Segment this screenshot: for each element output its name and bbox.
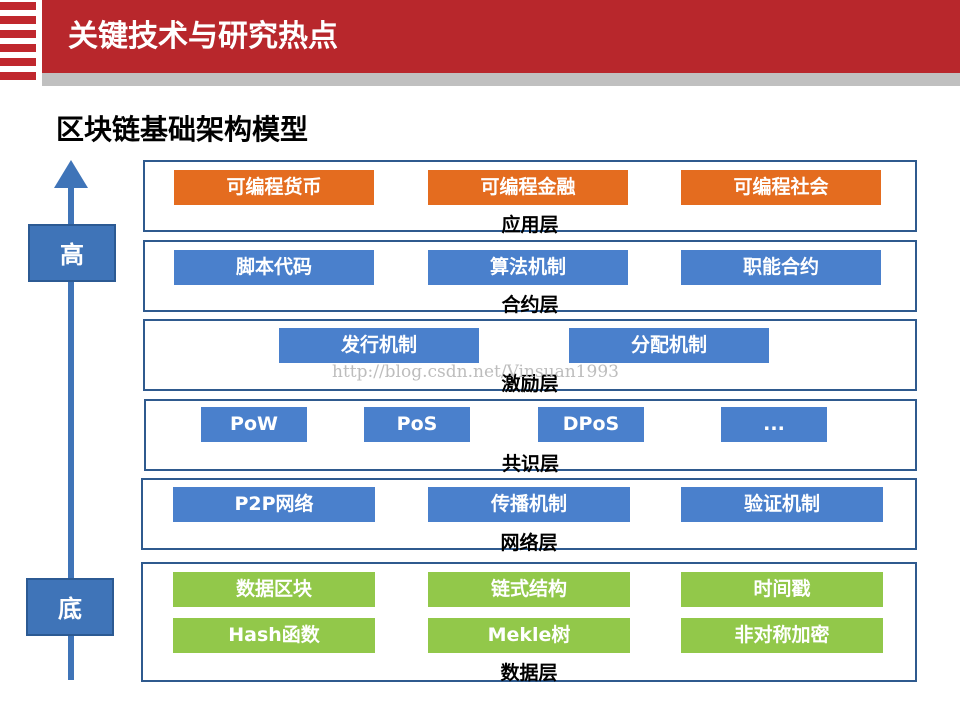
header-stripe: [0, 72, 36, 80]
axis-label-low: 底: [26, 578, 114, 636]
vertical-axis-line: [68, 180, 74, 680]
layer-item: ...: [721, 407, 827, 442]
layer-item: 传播机制: [428, 487, 630, 522]
layer-item: 职能合约: [681, 250, 881, 285]
header-stripe: [0, 44, 36, 52]
layer-item: 链式结构: [428, 572, 630, 607]
layer-contract: 脚本代码 算法机制 职能合约 合约层: [143, 240, 917, 316]
header-stripes: [0, 0, 36, 86]
layer-incentive: 发行机制 分配机制 激励层: [143, 319, 917, 395]
layer-item: PoS: [364, 407, 470, 442]
layer-label: 激励层: [501, 373, 559, 395]
layer-label: 数据层: [500, 662, 558, 684]
layer-item: 数据区块: [173, 572, 375, 607]
layer-item: 可编程金融: [428, 170, 628, 205]
layer-item: Hash函数: [173, 618, 375, 653]
layer-label: 共识层: [501, 453, 559, 475]
header-stripe: [0, 30, 36, 38]
layer-item: 分配机制: [569, 328, 769, 363]
layer-item: 可编程货币: [174, 170, 374, 205]
diagram-subtitle: 区块链基础架构模型: [56, 113, 309, 146]
layer-application: 可编程货币 可编程金融 可编程社会 应用层: [143, 160, 917, 236]
layer-item: 发行机制: [279, 328, 479, 363]
header-stripe: [0, 2, 36, 10]
layer-item: DPoS: [538, 407, 644, 442]
layer-label: 网络层: [500, 532, 558, 554]
axis-label-high: 高: [28, 224, 116, 282]
layer-item: 非对称加密: [681, 618, 883, 653]
up-arrow-icon: [54, 160, 88, 188]
layer-item: 可编程社会: [681, 170, 881, 205]
layer-item: 验证机制: [681, 487, 883, 522]
layer-item: 算法机制: [428, 250, 628, 285]
header-underline: [42, 73, 960, 86]
header-stripe: [0, 16, 36, 24]
layer-item: 时间戳: [681, 572, 883, 607]
layer-item: PoW: [201, 407, 307, 442]
layer-label: 合约层: [501, 294, 559, 316]
layer-network: P2P网络 传播机制 验证机制 网络层: [141, 478, 917, 554]
layer-item: P2P网络: [173, 487, 375, 522]
layer-item: Mekle树: [428, 618, 630, 653]
layer-label: 应用层: [501, 214, 559, 236]
watermark-text: http://blog.csdn.net/Vinsuan1993: [332, 362, 619, 382]
header-title: 关键技术与研究热点: [42, 0, 960, 73]
header-stripe: [0, 58, 36, 66]
layer-consensus: PoW PoS DPoS ... 共识层: [144, 399, 917, 475]
layer-data: 数据区块 链式结构 时间戳 Hash函数 Mekle树 非对称加密 数据层: [141, 562, 917, 684]
layer-item: 脚本代码: [174, 250, 374, 285]
